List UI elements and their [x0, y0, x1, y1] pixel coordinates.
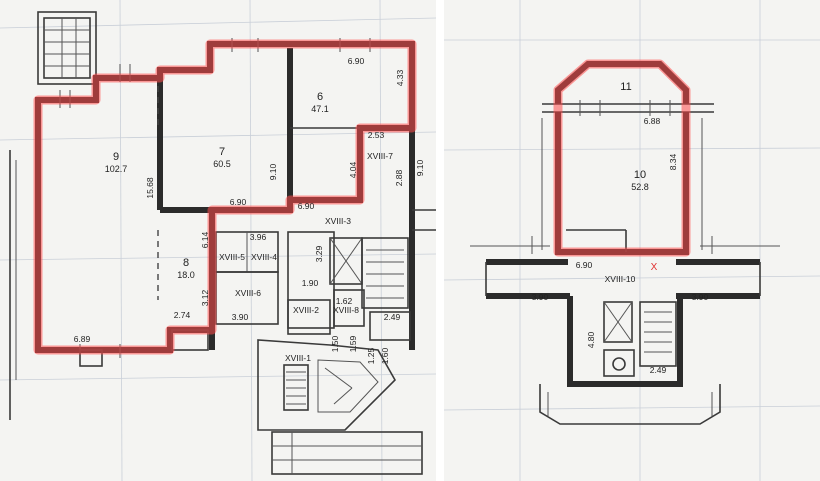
code-xviii-1: XVIII-1 — [285, 353, 311, 363]
right-grid — [443, 0, 820, 481]
dim-690-mid: 6.90 — [298, 201, 315, 211]
right-paper — [444, 0, 820, 481]
code-xviii-2: XVIII-2 — [293, 305, 319, 315]
dim-390-left: 3.90 — [532, 292, 549, 302]
code-xviii-6: XVIII-6 — [235, 288, 261, 298]
panel-separator — [436, 0, 444, 481]
dim-910-b: 9.10 — [415, 159, 425, 176]
dim-249: 2.49 — [384, 312, 401, 322]
stair-left — [361, 237, 409, 309]
room-7-number: 7 — [219, 146, 225, 158]
code-xviii-7: XVIII-7 — [367, 151, 393, 161]
dim-690-low: 6.90 — [230, 197, 247, 207]
dim-190: 1.90 — [302, 278, 319, 288]
right-highlight-boundary — [553, 59, 691, 257]
balcony-top-left — [37, 11, 97, 85]
dim-249-right: 2.49 — [650, 365, 667, 375]
dim-390-right: 3.90 — [692, 292, 709, 302]
dim-125: 1.25 — [366, 347, 376, 364]
dim-433: 4.33 — [395, 69, 405, 86]
dim-274: 2.74 — [174, 310, 191, 320]
dim-390: 3.90 — [232, 312, 249, 322]
elevator-shaft-right — [603, 301, 633, 343]
left-plan: 9 102.7 7 60.5 6 47.1 8 18.0 XVIII-3 XVI… — [0, 0, 437, 481]
dim-329: 3.29 — [314, 245, 324, 262]
room-10-number: 10 — [634, 169, 646, 181]
room-8-area: 18.0 — [177, 270, 195, 280]
dim-614: 6.14 — [200, 231, 210, 248]
dim-834: 8.34 — [668, 153, 678, 170]
dim-312: 3.12 — [200, 289, 210, 306]
entrance-structure-left — [257, 339, 423, 475]
dim-689: 6.89 — [74, 334, 91, 344]
dim-480: 4.80 — [586, 331, 596, 348]
code-xviii-3: XVIII-3 — [325, 216, 351, 226]
dim-690-right: 6.90 — [576, 260, 593, 270]
dim-688: 6.88 — [644, 116, 661, 126]
code-xviii-8: XVIII-8 — [333, 305, 359, 315]
dim-162: 1.62 — [336, 296, 353, 306]
dim-1568: 15.68 — [145, 177, 155, 199]
room-7-area: 60.5 — [213, 159, 231, 169]
dim-160: 1.60 — [380, 347, 390, 364]
room-9-area: 102.7 — [105, 164, 128, 174]
stair-right — [639, 301, 677, 367]
dim-top-690: 6.90 — [348, 56, 365, 66]
dim-253: 2.53 — [368, 130, 385, 140]
code-xviii-4: XVIII-4 — [251, 252, 277, 262]
dim-288: 2.88 — [394, 169, 404, 186]
dim-396: 3.96 — [250, 232, 267, 242]
left-highlight-boundary — [33, 39, 417, 355]
dim-150: 1.50 — [330, 335, 340, 352]
room-8-number: 8 — [183, 257, 189, 269]
left-paper — [0, 0, 436, 481]
right-plan: 11 10 52.8 XVIII-10 X 6.88 8.34 6.90 3.9… — [443, 0, 820, 481]
service-core-right — [539, 296, 721, 425]
code-xviii-10: XVIII-10 — [605, 274, 636, 284]
dim-159: 1.59 — [348, 335, 358, 352]
room-10-area: 52.8 — [631, 182, 649, 192]
room-11-number: 11 — [620, 81, 631, 93]
dim-404: 4.04 — [348, 161, 358, 178]
dim-910-a: 9.10 — [268, 163, 278, 180]
code-xviii-5: XVIII-5 — [219, 252, 245, 262]
room-6-number: 6 — [317, 91, 323, 103]
red-x-marker: X — [651, 262, 658, 273]
room-9-number: 9 — [113, 151, 119, 163]
room-6-area: 47.1 — [311, 104, 329, 114]
